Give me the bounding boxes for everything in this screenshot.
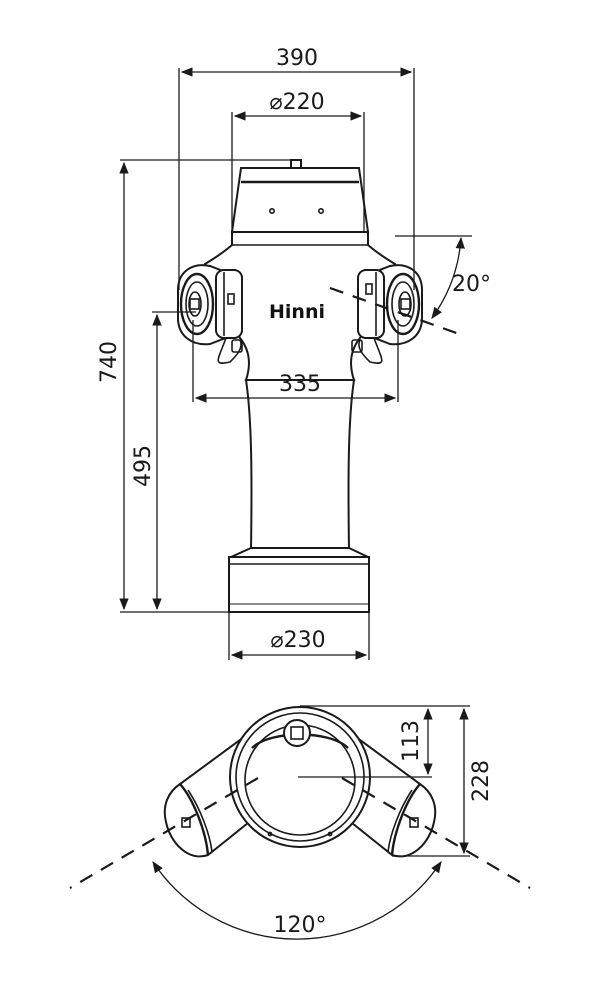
label-390: 390 (276, 46, 318, 71)
left-chain (217, 337, 242, 364)
base-block (228, 556, 370, 613)
right-outlet (351, 264, 423, 364)
hydrant-column (244, 379, 356, 551)
top-operating-nut (283, 719, 311, 747)
front-view: Hinni (119, 67, 472, 660)
label-113: 113 (399, 720, 424, 762)
label-495: 495 (131, 445, 156, 487)
operating-nut (290, 159, 302, 169)
hydrant-body (203, 231, 397, 381)
top-view (69, 705, 531, 940)
angle-arc-20 (431, 236, 465, 319)
label-335: 335 (279, 372, 321, 397)
logo-text: Hinni (269, 301, 325, 323)
label-228: 228 (469, 760, 494, 802)
angle-arc-120 (152, 861, 442, 940)
base-collar (230, 547, 369, 558)
right-chain (358, 337, 383, 364)
label-740: 740 (97, 341, 122, 383)
label-230: ⌀230 (270, 628, 325, 653)
label-220: ⌀220 (269, 90, 324, 115)
axis-dash-right (341, 777, 531, 889)
axis-dash-left (69, 777, 259, 889)
top-cap (230, 167, 370, 233)
left-outlet (177, 264, 243, 364)
label-20-degrees: 20° (452, 272, 491, 297)
label-120-degrees: 120° (274, 913, 327, 938)
